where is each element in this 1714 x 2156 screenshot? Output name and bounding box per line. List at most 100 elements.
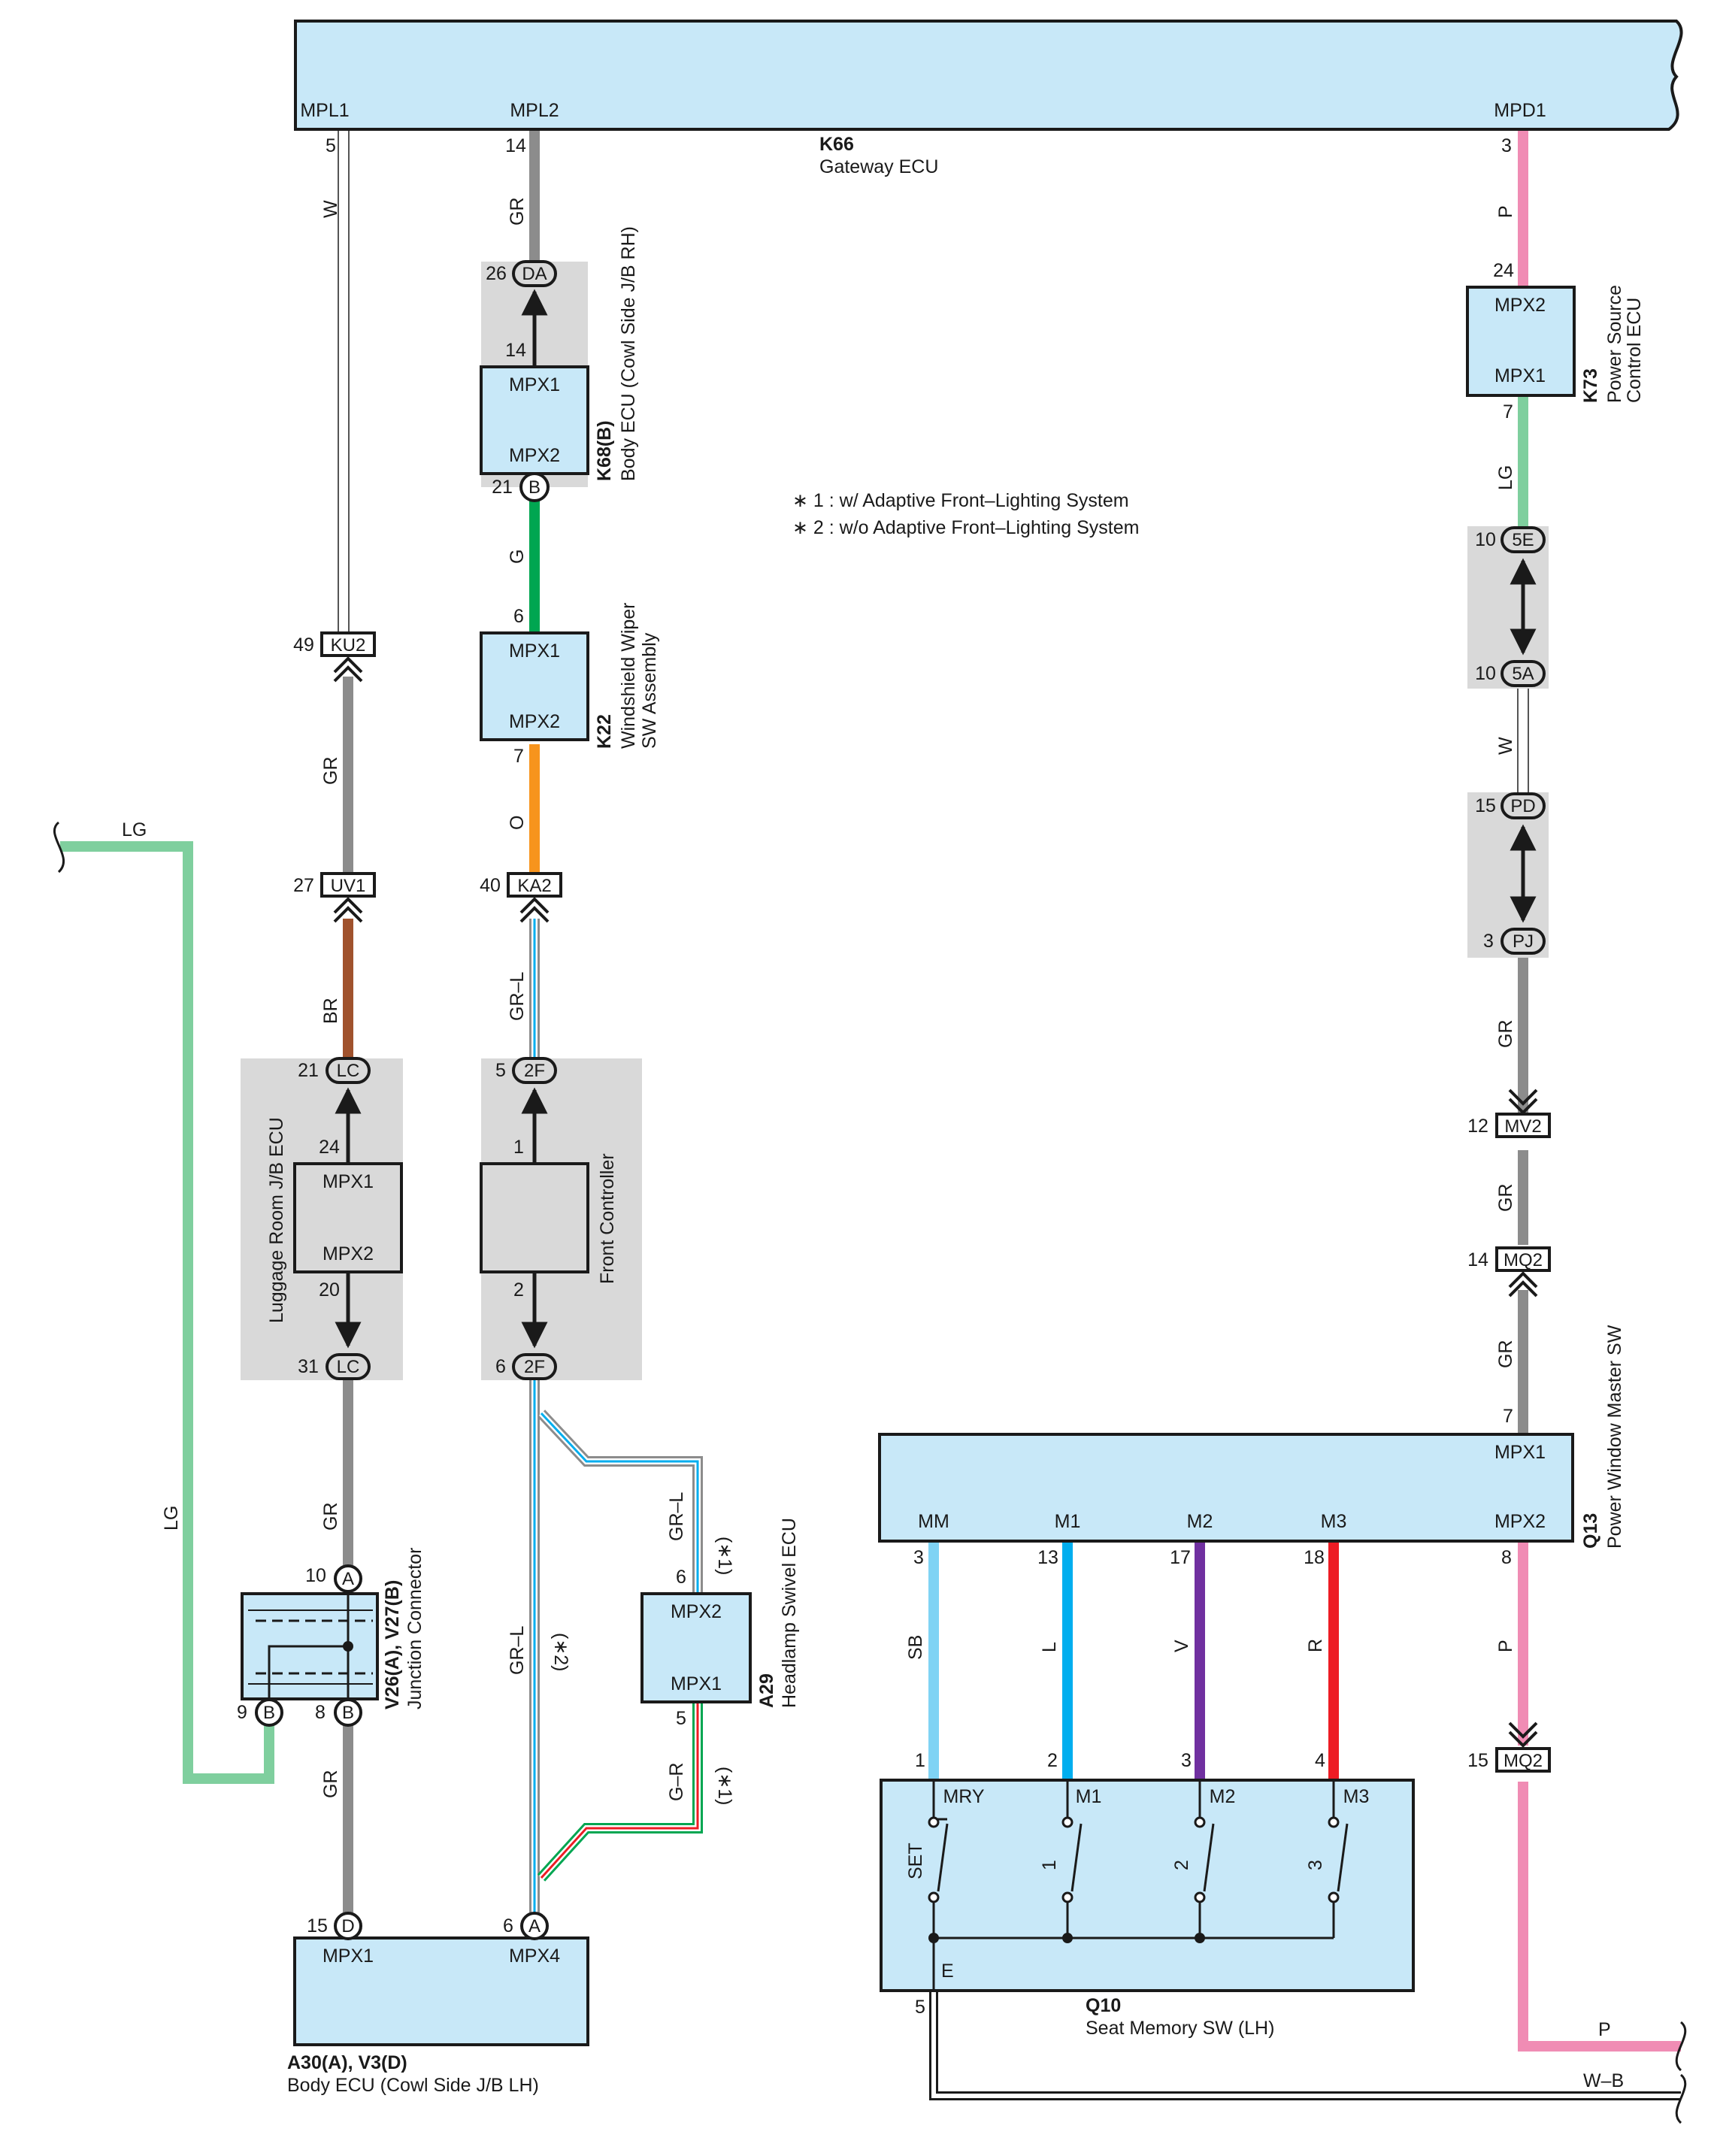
connector-mq2-upper-label: MQ2 [1504,1250,1543,1270]
k66-terminal-mpl1: MPL1 [300,100,349,121]
connector-mq2-lower-label: MQ2 [1504,1751,1543,1771]
q10-switch-3: 3 [1305,1860,1326,1870]
k66-terminal-mpd1: MPD1 [1494,100,1546,121]
connector-5a [1501,660,1546,687]
junction-conn-b8-label: B [342,1703,354,1723]
q13-power-window-master-sw [878,1433,1574,1543]
q10-pin-2: 2 [1047,1750,1058,1771]
k68-body-ecu [480,365,589,475]
connector-uv1 [320,872,376,898]
mq2-upper-double-chevron [1508,1271,1538,1298]
wire-lg-long [60,841,274,1784]
note-star1-upper: (∗1) [714,1537,735,1576]
wire-label-w-5a: W [1495,737,1516,755]
q10-name: Seat Memory SW (LH) [1086,2018,1274,2039]
q13-name: Power Window Master SW [1604,1325,1625,1549]
wire-label-gr-mq2: GR [1495,1340,1516,1369]
k66-terminal-mpl2: MPL2 [510,100,559,121]
ku2-double-chevron [333,656,363,683]
wire-label-sb: SB [905,1635,926,1660]
connector-5e-pin: 10 [1475,529,1496,550]
connector-ka2-pin: 40 [480,875,501,896]
junction-code: V26(A), V27(B) [382,1580,403,1709]
k66-code: K66 [819,134,854,155]
connector-lc-bottom-label: LC [337,1357,360,1377]
junction-conn-b9-label: B [263,1703,275,1723]
wire-label-o: O [507,816,528,830]
connector-pd-label: PD [1510,796,1535,816]
junction-pin-8: 8 [315,1702,326,1723]
connector-b21 [519,472,550,502]
q13-terminal-m2: M2 [1187,1511,1213,1532]
connector-pj [1501,928,1546,955]
wire-label-l: L [1039,1642,1060,1652]
q10-switch-contacts [928,1816,1340,1903]
q13-pin-17: 17 [1170,1547,1191,1568]
connector-lc-bottom-pin: 31 [298,1356,319,1377]
q10-terminal-mry: MRY [943,1786,984,1807]
luggage-jb-ecu [293,1162,403,1273]
wire-gr-from-a29 [537,1702,703,1882]
k73-top-terminal: MPX2 [1494,295,1546,316]
connector-pd [1501,792,1546,819]
wire-label-gr-a29: G–R [666,1763,687,1801]
a29-name: Headlamp Swivel ECU [779,1518,800,1708]
luggage-name: Luggage Room J/B ECU [266,1117,287,1323]
connector-2f-top [512,1057,557,1084]
note-1: ∗ 1 : w/ Adaptive Front–Lighting System [792,490,1129,511]
connector-mv2-pin: 12 [1467,1116,1488,1137]
note-2: ∗ 2 : w/o Adaptive Front–Lighting System [792,517,1139,538]
k66-name: Gateway ECU [819,156,938,177]
q10-switch-set: SET [905,1843,926,1879]
q13-pin-3: 3 [913,1547,924,1568]
connector-2f-top-label: 2F [524,1061,545,1081]
ka2-double-chevron [519,897,550,923]
front-name: Front Controller [597,1153,618,1284]
connector-2f-top-pin: 5 [495,1060,506,1081]
wire-label-gr-pj: GR [1495,1020,1516,1049]
junction-name: Junction Connector [404,1548,425,1709]
q13-pin-8: 8 [1501,1547,1512,1568]
wire-label-p-out: P [1598,2019,1611,2040]
wire-break-left [53,821,65,874]
k66-pin-5: 5 [326,135,336,156]
connector-da-label: DA [522,264,547,284]
q10-pin-3: 3 [1181,1750,1192,1771]
q10-switch-2: 2 [1171,1860,1192,1870]
wire-label-wb-out: W–B [1583,2070,1624,2091]
connector-mq2-upper [1495,1246,1551,1272]
k22-bottom-terminal: MPX2 [509,711,560,732]
q10-switch-circuit [932,1780,1349,1991]
note-star1-lower: (∗1) [714,1767,735,1806]
connector-mq2-lower-pin: 15 [1467,1750,1488,1771]
wire-label-br: BR [320,998,341,1024]
k68-pin-top: 14 [505,340,526,361]
connector-uv1-label: UV1 [331,876,366,896]
k73-pin-bottom: 7 [1503,401,1513,422]
connector-mq2-upper-pin: 14 [1467,1249,1488,1270]
wire-label-p-q13: P [1495,1640,1516,1652]
connector-pj-pin: 3 [1483,931,1494,952]
wire-label-gr-jc: GR [320,1770,341,1799]
k22-top-terminal: MPX1 [509,640,560,662]
q10-terminal-m3: M3 [1343,1786,1370,1807]
connector-lc-bottom [326,1353,371,1380]
connector-b21-label: B [528,477,541,498]
junction-conn-b9 [255,1698,283,1727]
luggage-bottom-terminal: MPX2 [323,1243,374,1264]
a30-terminal-mpx1: MPX1 [323,1946,374,1967]
q10-switch-1: 1 [1039,1860,1060,1870]
k22-wiper-sw [480,631,589,741]
k22-pin-top: 6 [513,606,524,627]
k68-pin-bottom: 21 [492,477,513,498]
q13-terminal-mpx2: MPX2 [1494,1511,1546,1532]
q10-terminal-m2: M2 [1210,1786,1236,1807]
connector-5a-pin: 10 [1475,663,1496,684]
wire-label-gr-ku2: GR [320,757,341,786]
q10-terminal-m1: M1 [1076,1786,1102,1807]
k73-bottom-terminal: MPX1 [1494,365,1546,386]
a30-conn-a [520,1912,549,1940]
connector-5e-label: 5E [1512,530,1534,550]
wire-label-grl-ka2: GR–L [507,972,528,1021]
